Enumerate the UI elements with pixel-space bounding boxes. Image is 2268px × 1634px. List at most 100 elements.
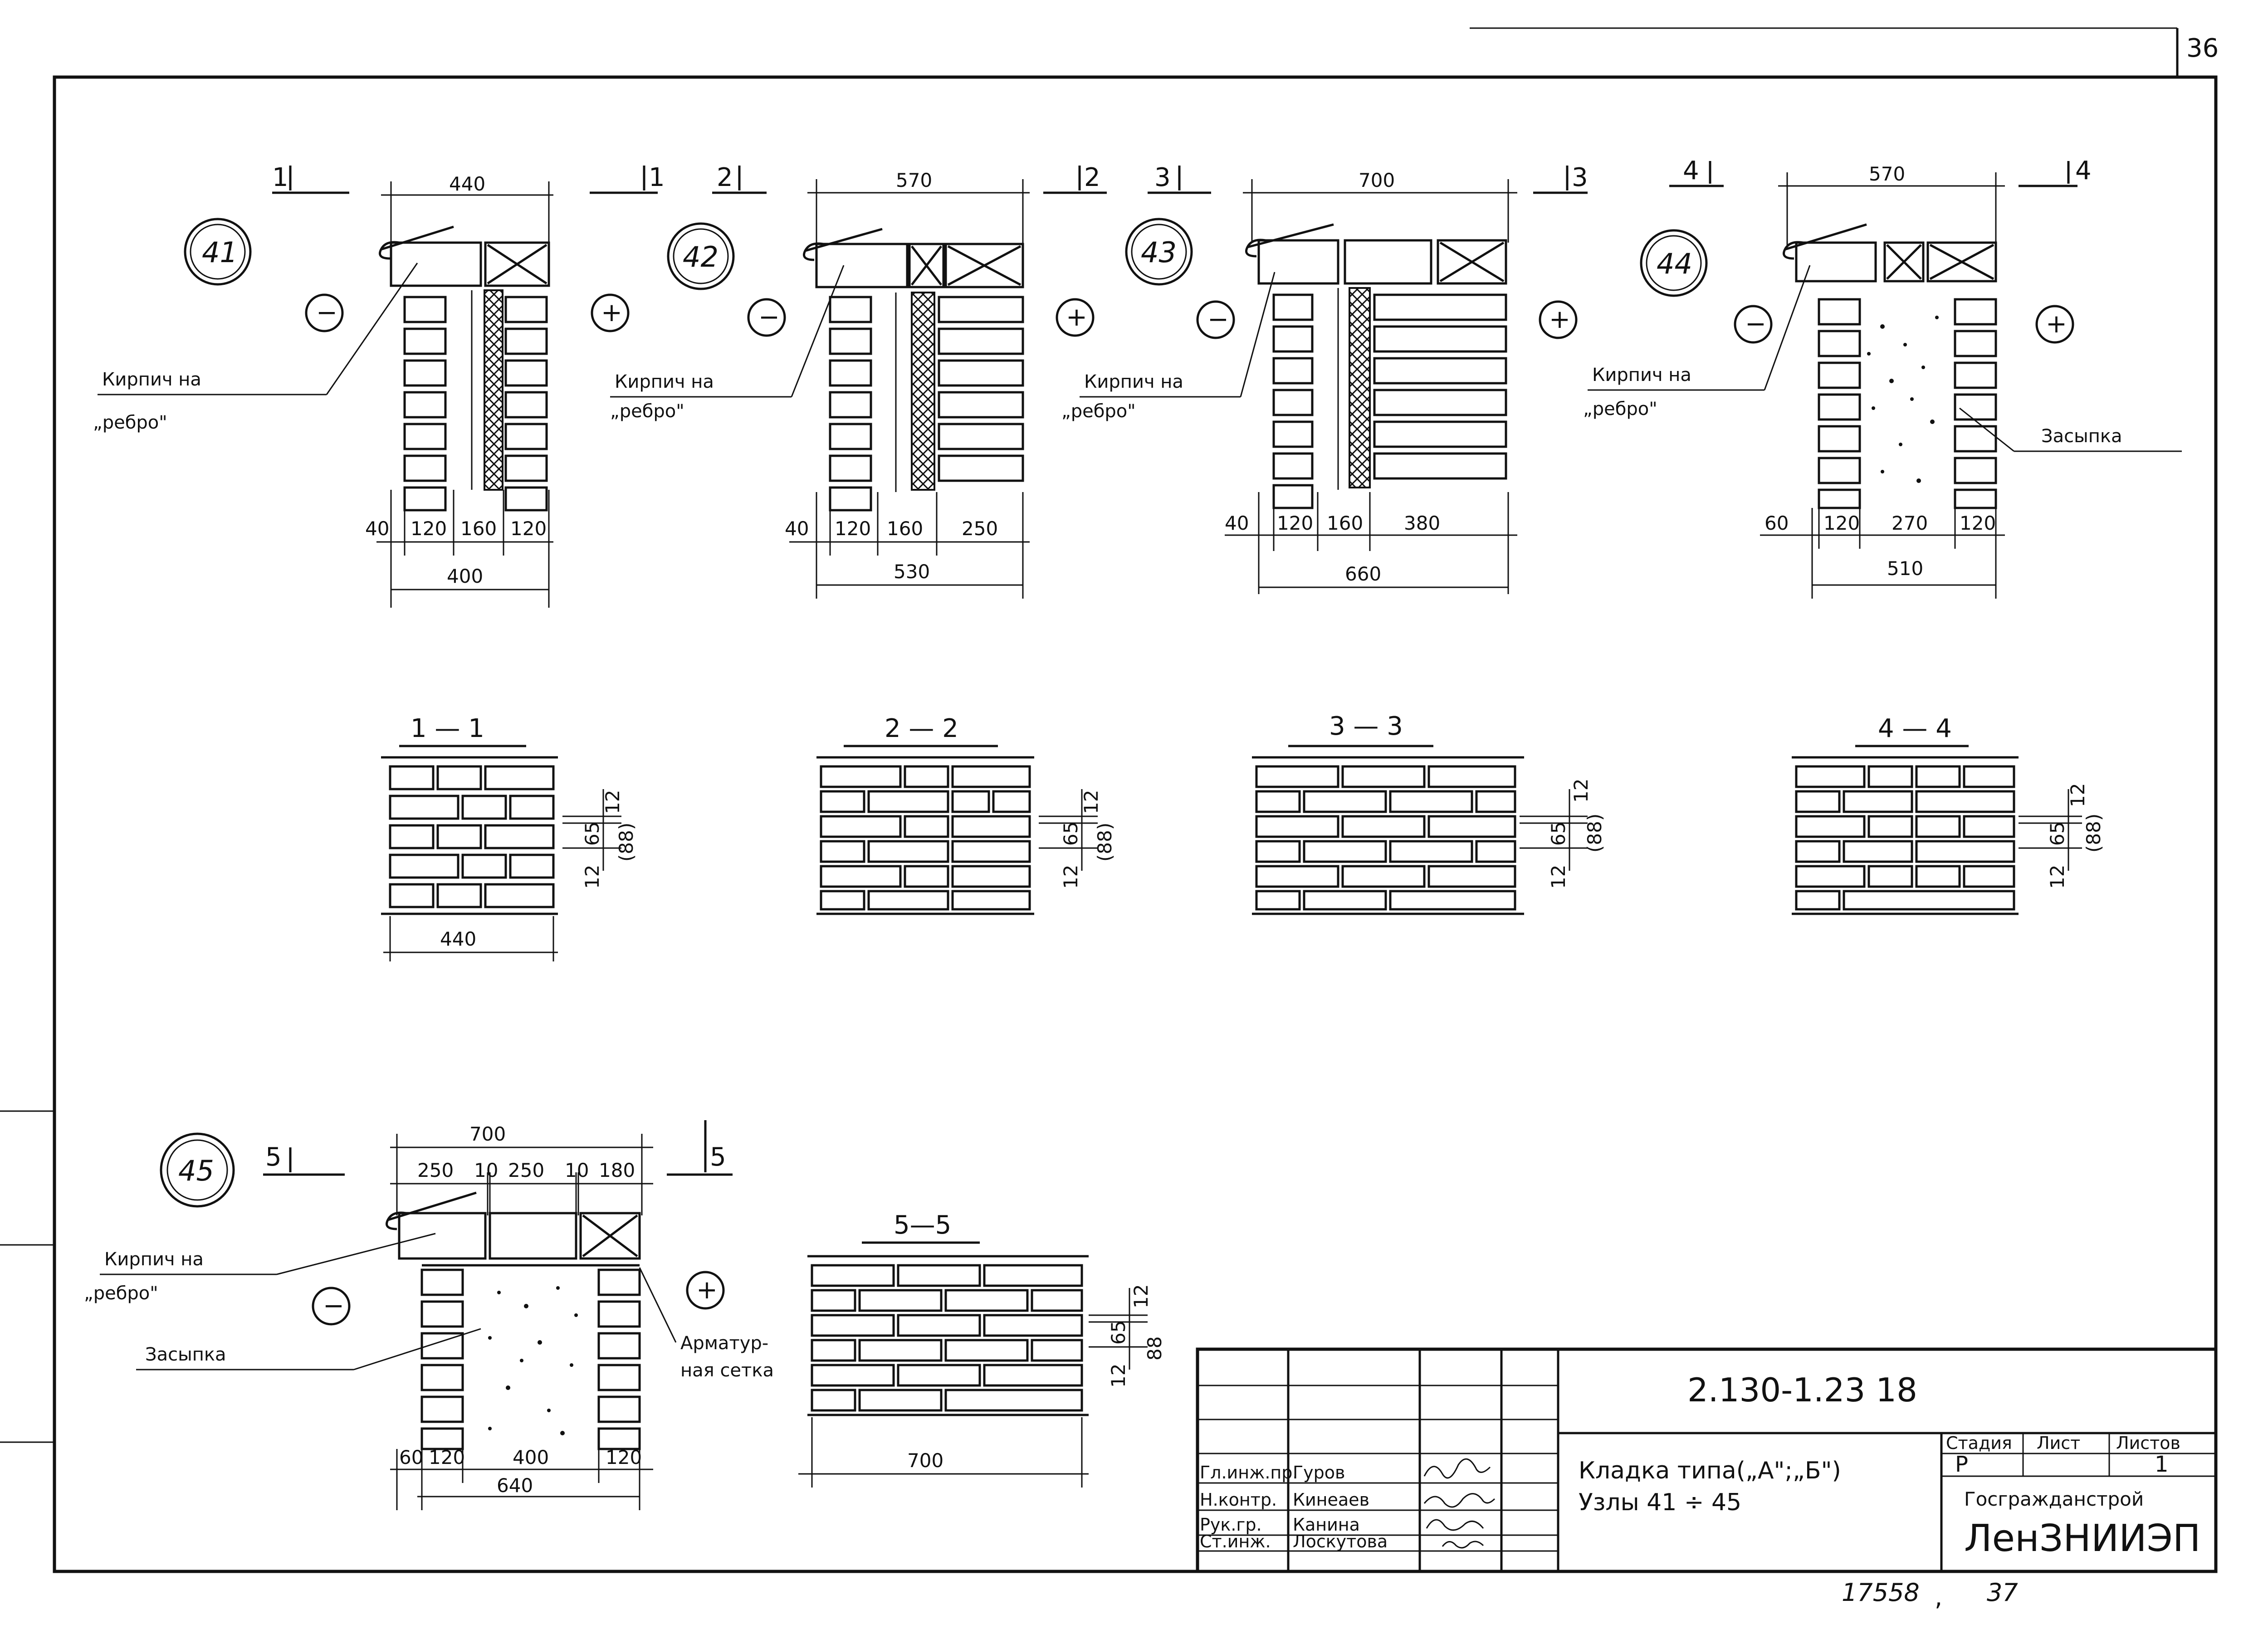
section-5-5-title: 5—5 [894,1210,951,1240]
node-44-top-dim: 570 [1869,163,1905,185]
cut-mark-4-right: 4 [2075,156,2092,185]
section-3-3-dim-88: (88) [1584,814,1606,853]
section-1-1-dim-12a: 12 [601,790,624,814]
name-3: Канина [1293,1515,1360,1535]
section-3-3-dim-65: 65 [1547,822,1569,846]
node-43-label-2: „ребро" [1061,401,1136,422]
cut-mark-5-left: 5 [265,1142,282,1172]
section-4-4-title: 4 — 4 [1878,714,1952,743]
node-43-dim-a: 40 [1225,512,1249,534]
section-5-5-dim-12a: 12 [1130,1284,1152,1308]
inventory-number: 17558 [1842,1578,1920,1607]
cut-mark-2-left: 2 [717,163,733,192]
node-45-plus: + [696,1275,718,1305]
node-42-plan: 42 2 2 570 − + Кирпич на [610,163,1107,599]
sheets-value: 1 [2155,1452,2169,1477]
node-45-top-dim: 700 [469,1123,506,1145]
cut-mark-3-right: 3 [1572,163,1588,192]
section-3-3-dim-12a: 12 [1570,779,1592,803]
node-41-dim-b: 120 [411,517,447,540]
node-41-dim-d: 120 [510,517,547,540]
node-44-dim-b: 120 [1823,512,1860,534]
node-44-fill-label: Засыпка [2041,426,2122,447]
node-44-plan: 44 4 4 570 [1583,156,2182,599]
signature-4 [1442,1541,1484,1549]
node-45-top-sub-b: 10 [474,1159,498,1181]
section-3-3: 3 — 3 12 65 12 (88) [1252,712,1606,915]
sheet-number: 36 [2186,34,2219,63]
role-1: Гл.инж.пр. [1200,1463,1298,1483]
name-2: Кинеаев [1293,1490,1369,1510]
cut-mark-1-right: 1 [649,163,665,192]
section-1-1-dim-88: (88) [615,823,637,862]
node-42-number: 42 [683,240,719,273]
node-45-dim-a: 60 [399,1446,423,1468]
cut-mark-2-right: 2 [1084,163,1100,192]
node-44-dim-d: 120 [1960,512,1996,534]
footer-separator: , [1935,1583,1942,1611]
section-5-5-dim-12b: 12 [1107,1364,1129,1388]
section-4-4-dim-88: (88) [2082,814,2105,853]
node-41-label-2: „ребро" [93,412,167,433]
section-1-1-dim-12b: 12 [581,865,603,889]
role-4: Ст.инж. [1200,1532,1271,1551]
cut-mark-1-left: 1 [272,163,288,192]
section-2-2-dim-12b: 12 [1060,865,1082,889]
node-45-minus: − [323,1291,344,1321]
node-43-dim-d: 380 [1404,512,1440,534]
section-2-2-dim-65: 65 [1060,822,1082,846]
node-43-plan: 43 3 3 700 − + Кирпич на [1061,163,1588,594]
org-institute: ЛенЗНИИЭП [1964,1517,2201,1560]
node-42-label-1: Кирпич на [615,371,714,392]
section-4-4-dim-12b: 12 [2046,865,2068,889]
node-45-dim-b: 120 [429,1446,465,1468]
section-5-5: 5—5 12 65 12 88 700 [798,1210,1166,1488]
section-2-2-title: 2 — 2 [885,714,958,743]
node-44-dim-c: 270 [1892,512,1928,534]
role-2: Н.контр. [1200,1490,1277,1510]
signature-1 [1423,1458,1491,1479]
role-3: Рук.гр. [1200,1515,1262,1535]
node-41-number: 41 [202,236,238,269]
node-43-number: 43 [1141,236,1177,269]
name-4: Лоскутова [1293,1532,1388,1551]
node-41-plus: + [601,298,622,327]
sheets-header: Листов [2116,1433,2180,1453]
node-45-top-sub-d: 10 [565,1159,589,1181]
node-45-label-1: Кирпич на [104,1249,204,1270]
node-41-dim-c: 160 [460,517,497,540]
drawing-code: 2.130-1.23 18 [1687,1371,1917,1409]
node-45-mesh-label-2: ная сетка [680,1360,774,1381]
node-42-total: 530 [894,561,930,583]
section-1-1-width: 440 [440,928,476,950]
node-42-dim-b: 120 [835,517,871,540]
node-45-top-sub-a: 250 [417,1159,454,1181]
node-43-total: 660 [1345,563,1381,585]
node-43-minus: − [1207,305,1229,334]
node-42-label-2: „ребро" [610,401,684,422]
node-44-dim-a: 60 [1765,512,1789,534]
section-2-2-dim-88: (88) [1094,823,1116,862]
section-2-2: 2 — 2 12 65 12 (88) [816,714,1116,915]
node-42-minus: − [758,302,780,332]
cut-mark-3-left: 3 [1154,163,1171,192]
section-5-5-width: 700 [907,1449,943,1472]
node-41-minus: − [316,298,337,327]
node-41-top-dim: 440 [449,173,485,195]
node-41-dim-a: 40 [365,517,389,540]
section-5-5-dim-65: 65 [1107,1321,1129,1345]
node-44-number: 44 [1657,247,1692,280]
node-42-dim-c: 160 [887,517,923,540]
cut-mark-5-right: 5 [710,1142,726,1172]
node-42-plus: + [1066,302,1087,332]
section-4-4-dim-65: 65 [2046,822,2068,846]
node-44-label-2: „ребро" [1583,399,1657,419]
node-43-top-dim: 700 [1359,169,1395,191]
node-45-total: 640 [497,1474,533,1497]
cut-mark-4-left: 4 [1683,156,1699,185]
node-45-dim-c: 400 [513,1446,549,1468]
section-1-1: 1 — 1 12 65 12 (88) 440 [381,714,637,961]
section-4-4-dim-12a: 12 [2067,783,2089,807]
node-44-total: 510 [1887,557,1923,580]
node-44-minus: − [1745,309,1766,339]
